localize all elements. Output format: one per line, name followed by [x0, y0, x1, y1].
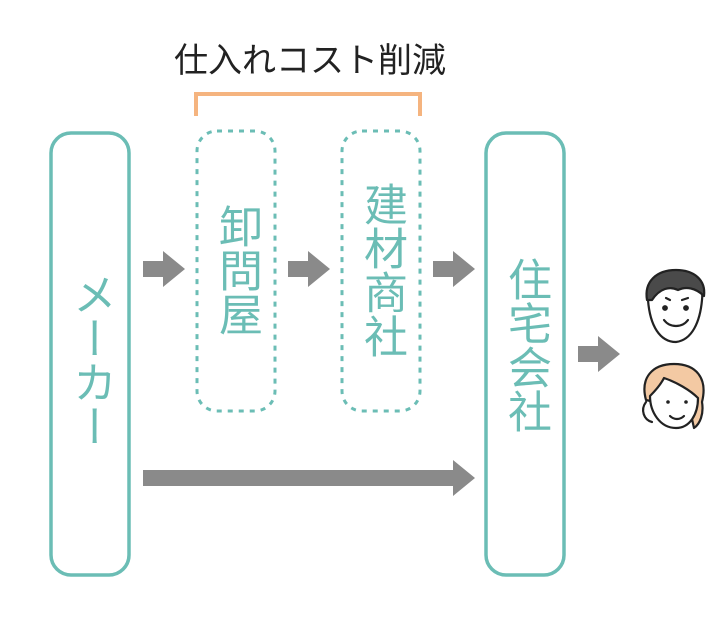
arrow-maker-to-wholesaler: [143, 251, 185, 287]
building-material-trader-label: 建材商社: [356, 182, 407, 358]
building-material-trader-box: [340, 129, 422, 413]
arrow-maker-to-housing-direct: [143, 460, 475, 496]
man-face-icon: [645, 268, 706, 344]
wholesaler-box: [195, 129, 277, 413]
cost-reduction-bracket: [194, 92, 422, 116]
wholesaler-label: 卸問屋: [211, 204, 262, 336]
arrow-housing-to-customers: [578, 336, 620, 372]
arrow-trader-to-housing: [433, 251, 475, 287]
housing-company-label: 住宅会社: [500, 257, 551, 433]
maker-box: [49, 131, 131, 577]
housing-company-box: [484, 131, 566, 577]
woman-face-icon: [642, 362, 705, 430]
maker-label: メーカー: [65, 272, 116, 448]
arrow-wholesaler-to-trader: [288, 251, 330, 287]
diagram-title: 仕入れコスト削減: [174, 41, 446, 81]
